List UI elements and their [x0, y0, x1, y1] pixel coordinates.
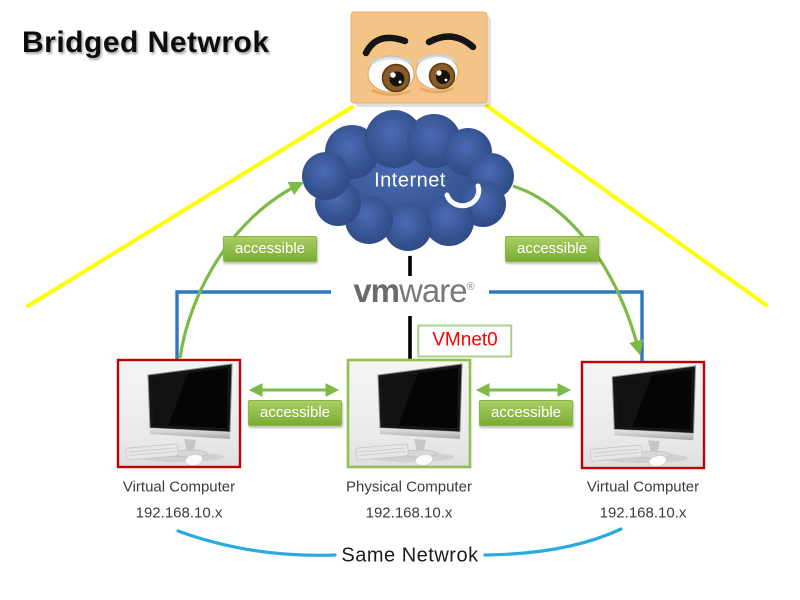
registered-mark: ®	[466, 281, 475, 293]
page-title: Bridged Netwrok	[22, 26, 270, 59]
computer-ip-right: 192.168.10.x	[599, 504, 687, 522]
accessible-badge-upper-right: accessible	[504, 236, 600, 262]
vmware-logo-bold: vm	[353, 272, 400, 309]
virtual-computer-left-icon	[116, 358, 242, 469]
accessible-badge-lower-right: accessible	[478, 400, 574, 426]
roof-line-left	[26, 105, 354, 308]
worried-eyes-face-icon	[350, 11, 491, 107]
vmware-logo: vmware®	[353, 272, 474, 310]
same-network-curve-right	[483, 527, 623, 557]
accessible-badge-lower-left: accessible	[247, 400, 343, 426]
left-eyebrow	[362, 34, 409, 57]
computer-title-left: Virtual Computer	[122, 478, 236, 496]
blue-link-left	[175, 290, 331, 360]
vmnet0-label: VMnet0	[417, 324, 513, 358]
green-curve-left	[178, 181, 304, 359]
same-network-label: Same Netwrok	[341, 544, 479, 567]
vmware-logo-light: ware	[399, 272, 468, 309]
physical-computer-icon	[346, 358, 472, 469]
virtual-computer-right-icon	[580, 360, 706, 470]
computer-ip-left: 192.168.10.x	[135, 504, 223, 522]
computer-ip-center: 192.168.10.x	[365, 504, 453, 522]
green-curve-right	[512, 184, 644, 356]
roof-line-right	[485, 104, 768, 307]
same-network-curve-left	[176, 529, 337, 557]
blue-link-right	[489, 290, 644, 361]
right-eyebrow	[425, 33, 477, 51]
internet-cloud	[297, 105, 519, 256]
face-box	[350, 11, 488, 104]
cloud-swirl	[444, 183, 482, 209]
computer-title-right: Virtual Computer	[586, 478, 700, 496]
accessible-badge-upper-left: accessible	[222, 236, 318, 262]
internet-label: Internet	[374, 169, 446, 192]
computer-title-center: Physical Computer	[346, 478, 472, 496]
